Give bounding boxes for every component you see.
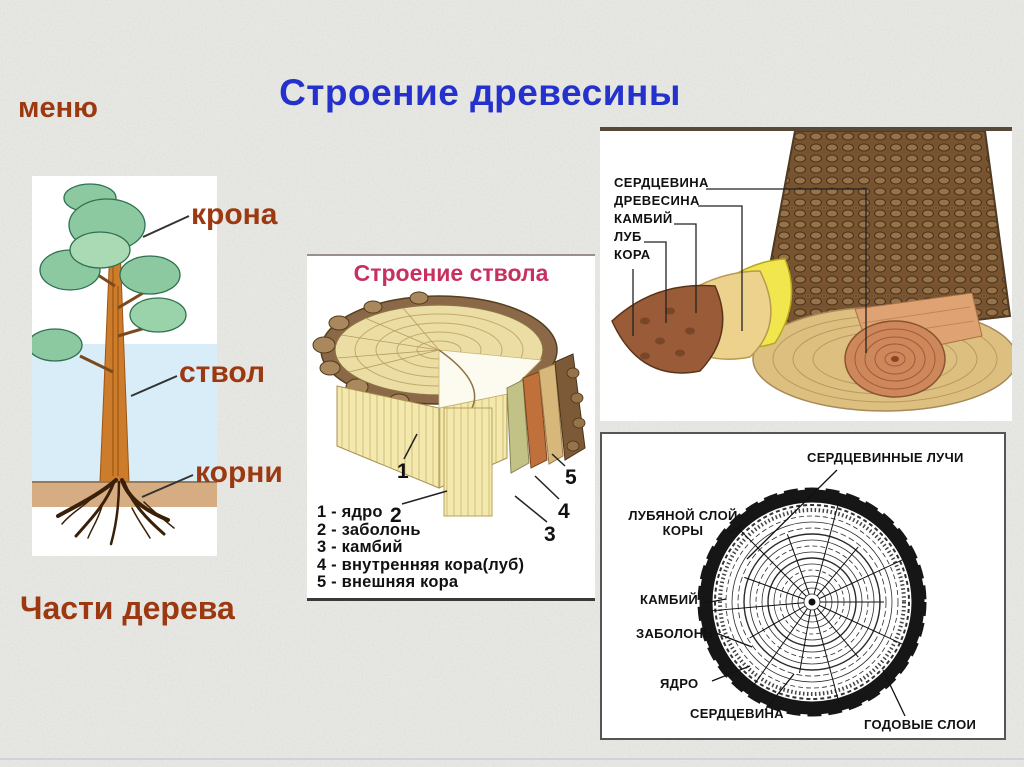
marker-3: 3	[544, 523, 556, 546]
log-label-bast: ЛУБ	[614, 229, 642, 244]
cross-section-figure: СЕРДЦЕВИННЫЕ ЛУЧИ ЛУБЯНОЙ СЛОЙ КОРЫ КАМБ…	[600, 432, 1006, 740]
log-label-cambium: КАМБИЙ	[614, 211, 673, 226]
log-label-bark: КОРА	[614, 247, 651, 262]
section-label-pith: СЕРДЦЕВИНА	[690, 706, 784, 721]
legend-item-4: 4 - внутренняя кора(луб)	[317, 555, 525, 574]
section-label-cambium: КАМБИЙ	[640, 592, 698, 607]
tree-label-crown: крона	[191, 198, 278, 231]
section-label-rays: СЕРДЦЕВИННЫЕ ЛУЧИ	[807, 450, 964, 465]
section-label-core: ЯДРО	[660, 676, 699, 691]
marker-1: 1	[397, 460, 409, 483]
menu-link[interactable]: меню	[18, 92, 98, 124]
parts-caption: Части дерева	[20, 590, 235, 626]
marker-5: 5	[565, 466, 577, 489]
section-label-sapwood: ЗАБОЛОНЬ	[636, 626, 714, 641]
log-layers-figure: СЕРДЦЕВИНА ДРЕВЕСИНА КАМБИЙ ЛУБ КОРА	[600, 127, 1018, 421]
log-illustration	[611, 130, 1018, 412]
legend-item-3: 3 - камбий	[317, 538, 403, 556]
cross-section-illustration	[697, 469, 927, 717]
page-title: Строение древесины	[279, 72, 681, 113]
trunk-structure-figure: Строение ствола	[307, 254, 595, 601]
tree-label-roots: корни	[195, 456, 283, 489]
marker-4: 4	[558, 500, 570, 523]
log-label-pith: СЕРДЦЕВИНА	[614, 175, 709, 190]
trunk-legend: 1 - ядро 2 - заболонь 3 - камбий 4 - вну…	[317, 503, 525, 592]
tree-label-trunk: ствол	[179, 356, 266, 389]
legend-item-1: 1 - ядро	[317, 503, 383, 521]
footer-divider	[0, 758, 1024, 760]
legend-item-2: 2 - заболонь	[317, 520, 421, 539]
section-label-rings: ГОДОВЫЕ СЛОИ	[864, 717, 977, 732]
section-label-bast: ЛУБЯНОЙ СЛОЙ КОРЫ	[628, 508, 738, 538]
log-label-wood: ДРЕВЕСИНА	[614, 193, 700, 208]
legend-item-5: 5 - внешняя кора	[317, 573, 459, 591]
